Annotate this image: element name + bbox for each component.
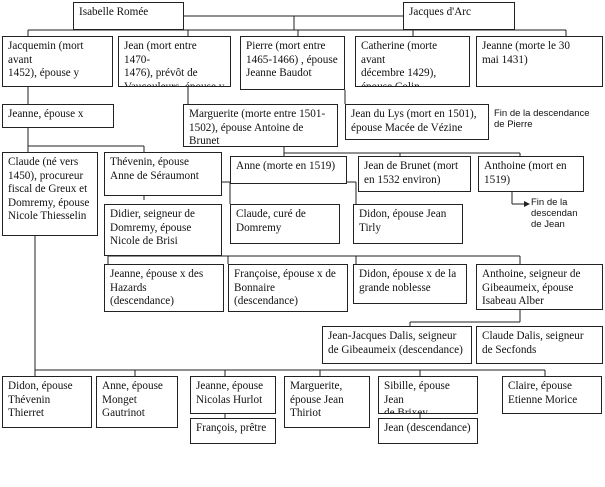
person-jacquemin: Jacquemin (mort avant 1452), épouse y (2, 36, 113, 87)
person-marguerite-thiriot: Marguerite, épouse Jean Thiriot (284, 376, 370, 428)
person-jeanne-30-mai: Jeanne (morte le 30 mai 1431) (476, 36, 603, 87)
person-anthoine-1519: Anthoine (mort en 1519) (478, 156, 584, 192)
person-anthoine-gibeaumeix: Anthoine, seigneur de Gibeaumeix, épouse… (476, 264, 603, 310)
person-jean-du-lys: Jean du Lys (mort en 1501), épouse Macée… (345, 104, 489, 140)
person-thevenin: Thévenin, épouse Anne de Séraumont (104, 152, 222, 196)
person-jean-descendance: Jean (descendance) (378, 418, 478, 444)
person-marguerite-brunet: Marguerite (morte entre 1501- 1502), épo… (183, 104, 338, 147)
person-jean-jacques-dalis: Jean-Jacques Dalis, seigneur de Gibeaume… (322, 326, 472, 364)
person-pierre: Pierre (mort entre 1465-1466) , épouse J… (240, 36, 345, 90)
person-anne-monget: Anne, épouse Monget Gautrinot (96, 376, 178, 428)
person-didon-tirly: Didon, épouse Jean Tirly (353, 204, 463, 244)
person-jean-prevot: Jean (mort entre 1470- 1476), prévôt de … (118, 36, 231, 87)
person-didier: Didier, seigneur de Domremy, épouse Nico… (104, 204, 222, 256)
note-fin-jean: Fin de la descendan de Jean (531, 197, 578, 230)
note-fin-pierre: Fin de la descendance de Pierre (494, 108, 590, 130)
person-francoise: Françoise, épouse x de Bonnaire (descend… (228, 264, 348, 312)
person-didon-thevenin: Didon, épouse Thévenin Thierret (2, 376, 92, 428)
person-claude-dalis: Claude Dalis, seigneur de Secfonds (476, 326, 603, 364)
person-jacques-darc: Jacques d'Arc (403, 2, 515, 30)
person-francois-pretre: François, prêtre (190, 418, 276, 444)
person-sibille: Sibille, épouse Jean de Brixey (378, 376, 478, 414)
person-jeanne-epouse-x: Jeanne, épouse x (2, 104, 114, 128)
person-jeanne-hurlot: Jeanne, épouse Nicolas Hurlot (190, 376, 276, 414)
person-claire: Claire, épouse Etienne Morice (502, 376, 602, 414)
person-jeanne-hazards: Jeanne, épouse x des Hazards (descendanc… (104, 264, 224, 312)
person-isabelle-romee: Isabelle Romée (73, 2, 184, 30)
person-claude-procureur: Claude (né vers 1450), procureur fiscal … (2, 152, 98, 236)
person-catherine: Catherine (morte avant décembre 1429), é… (355, 36, 470, 87)
person-anne-1519: Anne (morte en 1519) (230, 156, 347, 184)
person-claude-cure: Claude, curé de Domremy (230, 204, 340, 244)
person-didon-noblesse: Didon, épouse x de la grande noblesse (353, 264, 467, 304)
person-jean-de-brunet: Jean de Brunet (mort en 1532 environ) (358, 156, 471, 192)
